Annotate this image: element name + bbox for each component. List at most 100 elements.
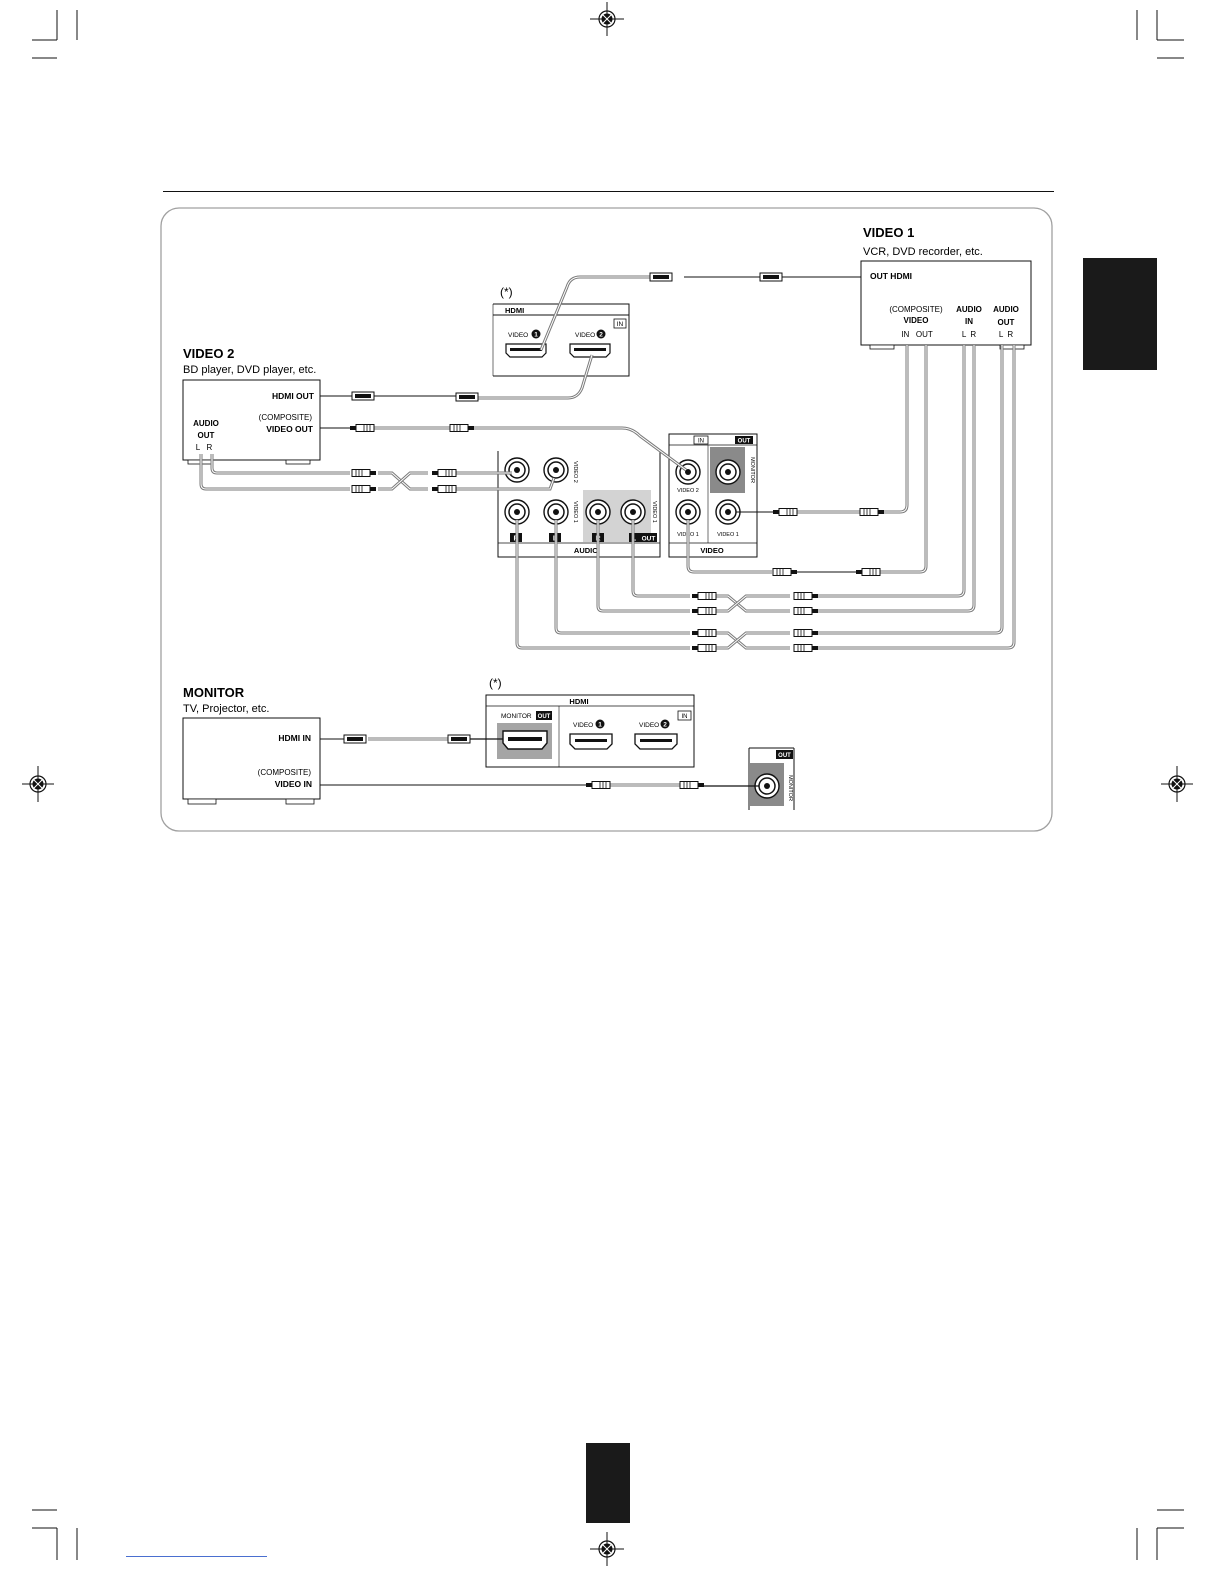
hdmi-plug-icon bbox=[455, 392, 479, 402]
hdmi-top-num1: 1 bbox=[534, 332, 538, 339]
rca-plug-icon bbox=[691, 629, 717, 637]
video1-device bbox=[860, 260, 1032, 350]
video-out-badge: OUT bbox=[738, 439, 751, 445]
rca-jack-icon[interactable] bbox=[754, 773, 780, 799]
rca-plug-icon bbox=[793, 644, 819, 652]
rca-plug-icon bbox=[793, 607, 819, 615]
video2-jack-label: VIDEO 2 bbox=[677, 488, 699, 494]
side-tab bbox=[1083, 258, 1157, 370]
video1-in-out-label: IN OUT bbox=[901, 330, 933, 339]
video1-title: VIDEO 1 bbox=[863, 225, 914, 240]
rca-jack-icon[interactable] bbox=[715, 459, 741, 485]
hdmi-port-icon[interactable] bbox=[634, 733, 678, 750]
video-jack-panel bbox=[668, 433, 758, 558]
video2-composite-label: (COMPOSITE) bbox=[259, 413, 313, 422]
audio-panel-label: AUDIO bbox=[574, 546, 598, 555]
rca-plug-icon bbox=[691, 592, 717, 600]
video2-lr-label: L R bbox=[196, 443, 213, 452]
monitor-composite-label: (COMPOSITE) bbox=[258, 768, 312, 777]
hdmi-bottom-title: HDMI bbox=[569, 697, 588, 706]
hdmi-plug-icon bbox=[447, 734, 471, 744]
monitor-jack-label: MONITOR bbox=[787, 775, 793, 801]
rca-plug-icon bbox=[349, 424, 375, 432]
hdmi-port-icon[interactable] bbox=[569, 343, 611, 358]
hdmi-top-video1-label: VIDEO bbox=[508, 332, 528, 339]
hdmi-bottom-out-badge: OUT bbox=[538, 714, 551, 720]
video-in-badge: IN bbox=[698, 439, 704, 445]
rca-plug-icon bbox=[691, 644, 717, 652]
rca-plug-icon bbox=[691, 607, 717, 615]
video1-subtitle: VCR, DVD recorder, etc. bbox=[863, 246, 983, 258]
rca-plug-icon bbox=[859, 508, 885, 516]
video2-video-out-label: VIDEO OUT bbox=[266, 424, 314, 434]
video2-audio-label: AUDIO bbox=[193, 419, 219, 428]
rca-jack-icon[interactable] bbox=[504, 499, 530, 525]
hdmi-plug-icon bbox=[343, 734, 367, 744]
rca-plug-icon bbox=[351, 485, 377, 493]
video1-composite-label: (COMPOSITE) bbox=[889, 305, 943, 314]
video1-lr-in-label: L R bbox=[962, 330, 977, 339]
hdmi-bottom-in-badge: IN bbox=[682, 714, 688, 720]
video1-lr-out-label: L R bbox=[999, 330, 1014, 339]
video1-out-hdmi-label: OUT HDMI bbox=[870, 271, 912, 281]
footer-link-line bbox=[126, 1556, 267, 1557]
video2-hdmi-out-label: HDMI OUT bbox=[272, 391, 315, 401]
hdmi-bottom-monitor-label: MONITOR bbox=[501, 713, 532, 720]
hdmi-plug-icon bbox=[351, 391, 375, 401]
video2-subtitle: BD player, DVD player, etc. bbox=[183, 364, 316, 376]
diagram-panel bbox=[160, 207, 1053, 832]
hdmi-plug-icon bbox=[649, 272, 673, 282]
rca-jack-icon[interactable] bbox=[504, 457, 530, 483]
monitor-video-in-label: VIDEO IN bbox=[275, 779, 312, 789]
hdmi-port-icon[interactable] bbox=[569, 733, 613, 750]
hdmi-monitor-port-icon[interactable] bbox=[502, 730, 548, 750]
monitor-subtitle: TV, Projector, etc. bbox=[183, 703, 269, 715]
hdmi-bottom-num1: 1 bbox=[598, 722, 602, 729]
registration-target-icon bbox=[1161, 766, 1193, 802]
hdmi-top-in-badge: IN bbox=[617, 321, 624, 328]
video2-device bbox=[182, 379, 321, 465]
registration-target-icon bbox=[590, 2, 624, 36]
rca-plug-icon bbox=[431, 469, 457, 477]
hdmi-plug-icon bbox=[759, 272, 783, 282]
number-2-icon bbox=[596, 329, 606, 339]
video2-title: VIDEO 2 bbox=[183, 346, 234, 361]
hdmi-top-video2-label: VIDEO bbox=[575, 332, 595, 339]
rca-jack-icon[interactable] bbox=[543, 457, 569, 483]
monitor-title: MONITOR bbox=[183, 685, 245, 700]
video-monitor-side-label: MONITOR bbox=[749, 457, 755, 483]
cables bbox=[199, 275, 1016, 787]
number-1-icon bbox=[531, 329, 541, 339]
monitor-device bbox=[182, 717, 321, 805]
crop-marks bbox=[32, 10, 1184, 1560]
audio-side-video1: VIDEO 1 bbox=[572, 501, 578, 523]
number-1-icon bbox=[595, 719, 605, 729]
video1-audio-out-label2: OUT bbox=[998, 318, 1015, 327]
audio-out-badge: OUT bbox=[642, 536, 656, 543]
monitor-hdmi-in-label: HDMI IN bbox=[278, 733, 311, 743]
video1-video-label: VIDEO bbox=[904, 316, 929, 325]
rca-plug-icon bbox=[679, 781, 705, 789]
rca-plug-icon bbox=[585, 781, 611, 789]
video2-audio-out-label: OUT bbox=[198, 431, 215, 440]
hdmi-bottom-asterisk: (*) bbox=[489, 676, 502, 690]
rca-plug-icon bbox=[772, 568, 798, 576]
rca-plug-icon bbox=[793, 592, 819, 600]
rca-plug-icon bbox=[855, 568, 881, 576]
video1-audio-out-label: AUDIO bbox=[993, 305, 1019, 314]
header-rule bbox=[163, 191, 1054, 192]
hdmi-bottom-num2: 2 bbox=[663, 722, 667, 729]
rca-plug-icon bbox=[351, 469, 377, 477]
hdmi-bottom-video2-label: VIDEO bbox=[639, 722, 659, 729]
video-panel-label: VIDEO bbox=[700, 546, 724, 555]
hdmi-top-title: HDMI bbox=[505, 306, 524, 315]
hdmi-port-icon[interactable] bbox=[505, 343, 547, 358]
hdmi-top-asterisk: (*) bbox=[500, 285, 513, 299]
video1-audio-in-label: AUDIO bbox=[956, 305, 982, 314]
rca-plug-icon bbox=[793, 629, 819, 637]
audio-side-video1b: VIDEO 1 bbox=[651, 501, 657, 523]
rca-plug-icon bbox=[431, 485, 457, 493]
registration-target-icon bbox=[590, 1532, 624, 1566]
video1-audio-in-label2: IN bbox=[965, 317, 973, 326]
